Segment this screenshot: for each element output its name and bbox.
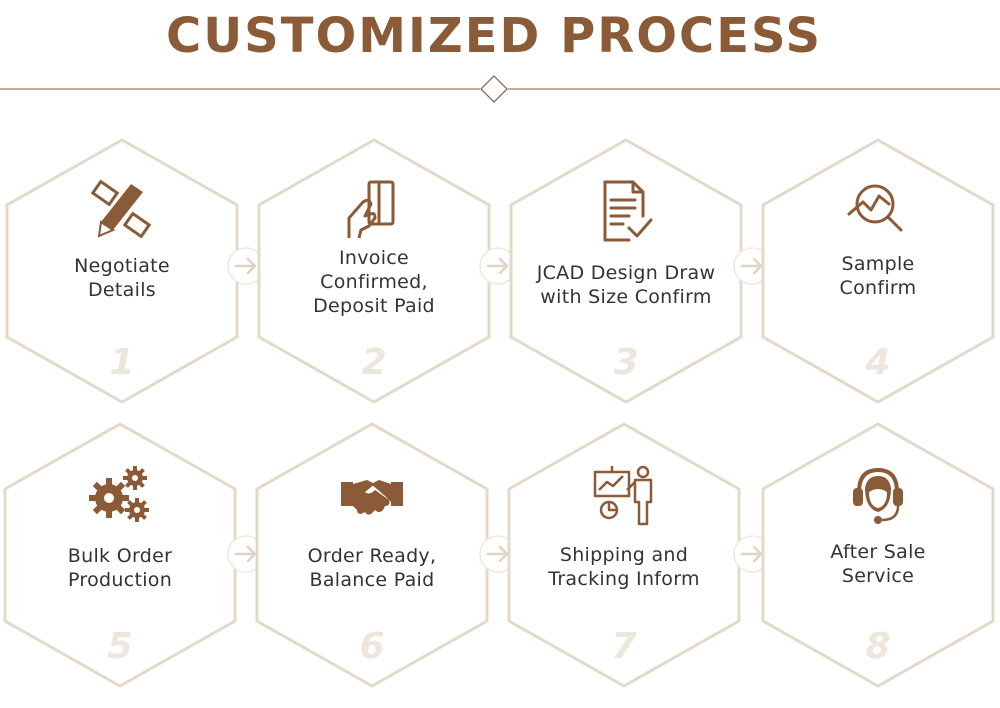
page-title: CUSTOMIZED PROCESS <box>165 8 823 64</box>
step-card-4: Sample Confirm 4 <box>760 138 996 404</box>
title-divider <box>0 75 1000 103</box>
step-number: 7 <box>611 626 637 667</box>
step-label-line: After Sale <box>830 541 926 563</box>
step-label-line: Invoice <box>338 247 410 269</box>
hexagon-frame <box>3 422 237 688</box>
step-label-line: Tracking Inform <box>548 568 700 590</box>
hexagon-frame <box>255 422 489 688</box>
step-label-line: Sample <box>841 253 915 275</box>
step-number: 4 <box>865 342 891 383</box>
pencil-ruler-icon <box>89 178 155 244</box>
magnifier-chart-icon <box>845 178 911 244</box>
hexagon-frame <box>5 138 239 404</box>
step-number: 5 <box>107 626 133 667</box>
hexagon-frame <box>761 422 995 688</box>
step-label-line: Shipping and <box>559 544 689 566</box>
step-card-6: Order Ready, Balance Paid 6 <box>254 422 490 688</box>
step-card-1: Negotiate Details 1 <box>4 138 240 404</box>
hexagon-frame <box>509 138 743 404</box>
step-number: 2 <box>361 342 387 383</box>
arrow-right-icon <box>227 535 265 573</box>
arrow-right-icon <box>479 247 517 285</box>
step-number: 3 <box>613 342 639 383</box>
hexagon-frame <box>761 138 995 404</box>
step-card-2: Invoice Confirmed, Deposit Paid 2 <box>256 138 492 404</box>
gears-icon <box>87 462 153 528</box>
step-card-8: After Sale Service 8 <box>760 422 996 688</box>
hand-card-icon <box>341 178 407 244</box>
step-label-line: Production <box>67 569 173 591</box>
step-label-line: Negotiate <box>74 255 170 277</box>
step-card-5: Bulk Order Production 5 <box>2 422 238 688</box>
step-card-3: JCAD Design Draw with Size Confirm 3 <box>508 138 744 404</box>
arrow-right-icon <box>479 535 517 573</box>
presenter-board-icon <box>591 462 657 528</box>
step-label-line: JCAD Design Draw <box>536 262 716 284</box>
document-check-icon <box>593 178 659 244</box>
step-label-line: Confirm <box>839 277 917 299</box>
hexagon-frame <box>507 422 741 688</box>
step-label-line: Confirmed, <box>320 271 428 293</box>
step-label-line: with Size Confirm <box>540 286 712 308</box>
step-label-line: Service <box>841 565 915 587</box>
step-number: 6 <box>359 626 385 667</box>
step-label-line: Details <box>88 279 156 301</box>
step-number: 8 <box>865 626 891 667</box>
handshake-icon <box>339 462 405 528</box>
step-card-7: Shipping and Tracking Inform 7 <box>506 422 742 688</box>
step-label-line: Balance Paid <box>309 569 435 591</box>
step-number: 1 <box>109 342 135 383</box>
headset-agent-icon <box>845 462 911 528</box>
step-label-line: Bulk Order <box>67 545 173 567</box>
step-label-line: Deposit Paid <box>313 295 435 317</box>
hexagon-frame <box>257 138 491 404</box>
step-label-line: Order Ready, <box>307 545 437 567</box>
